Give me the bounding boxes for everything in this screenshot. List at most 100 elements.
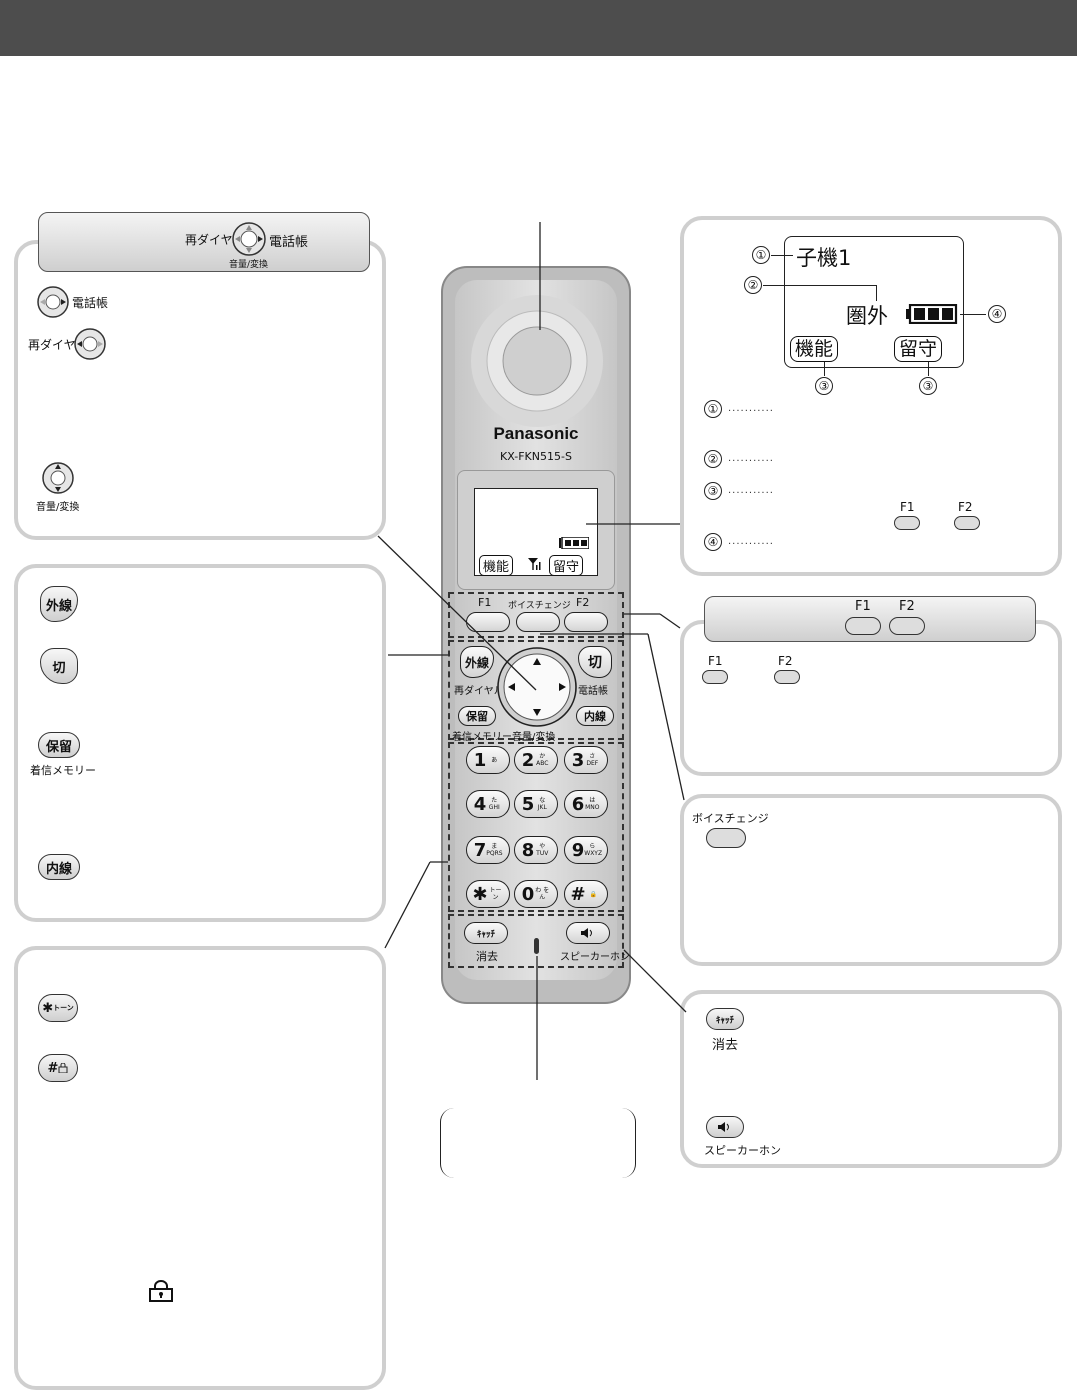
dial-key[interactable]: #🔒 bbox=[564, 880, 608, 908]
voice-change-label: ボイスチェンジ bbox=[692, 812, 769, 825]
soft-key-left: 機能 bbox=[790, 336, 839, 362]
dial-key-digit: 4 bbox=[473, 793, 487, 815]
dial-key-sub: さ DEF bbox=[586, 753, 599, 767]
legend-3-dots: ........... bbox=[728, 485, 774, 496]
dial-key-sub: な JKL bbox=[537, 797, 547, 811]
speaker-key-icon bbox=[706, 1116, 744, 1138]
callout-3b: ③ bbox=[919, 377, 937, 395]
volume-key-label: 音量/変換 bbox=[512, 732, 556, 743]
handset-lcd: 機能 留守 bbox=[474, 488, 598, 576]
dial-key-digit: 5 bbox=[521, 793, 535, 815]
legend-1: ① bbox=[704, 400, 722, 418]
callout-2-line bbox=[763, 285, 877, 287]
legend-2: ② bbox=[704, 450, 722, 468]
dial-key-sub: ま PQRS bbox=[486, 843, 503, 857]
hash-symbol: # bbox=[47, 1060, 59, 1076]
nav-key-panel bbox=[14, 240, 386, 540]
legend-4: ④ bbox=[704, 533, 722, 551]
navigation-group bbox=[448, 640, 624, 740]
nav-right-icon bbox=[37, 286, 69, 318]
outside-line-key[interactable]: 外線 bbox=[460, 646, 494, 678]
display-diagram bbox=[784, 236, 964, 368]
voice-change-icon bbox=[706, 828, 746, 848]
callout-4-line bbox=[960, 314, 986, 316]
speaker-key[interactable] bbox=[566, 922, 610, 944]
dial-key-digit: ✱ bbox=[472, 883, 488, 905]
delete-key-label: 消去 bbox=[476, 950, 498, 963]
handset-name: 子機1 bbox=[796, 246, 852, 270]
voice-change-key[interactable] bbox=[516, 612, 560, 632]
microphone-callout bbox=[440, 1108, 636, 1178]
dial-key-sub: 🔒 bbox=[589, 890, 598, 898]
dial-key-digit: 8 bbox=[521, 839, 535, 861]
nav-left-icon bbox=[74, 328, 106, 360]
intercom-key[interactable]: 内線 bbox=[576, 706, 614, 726]
legend-2-dots: ........... bbox=[728, 453, 774, 464]
tab-f2-label: F2 bbox=[899, 599, 915, 614]
dial-key-sub: あ bbox=[491, 756, 498, 764]
lcd-soft-right: 留守 bbox=[549, 555, 584, 576]
star-key-icon: ✱トーン bbox=[38, 994, 78, 1022]
lcd-signal-icon bbox=[528, 558, 541, 570]
dial-key-sub: は MNO bbox=[585, 797, 600, 811]
speaker-label: スピーカーホン bbox=[704, 1144, 781, 1157]
f2-key-label: F2 bbox=[576, 596, 590, 609]
navigation-key[interactable] bbox=[496, 646, 578, 728]
callout-3b-line bbox=[928, 362, 930, 376]
hold-key[interactable]: 保留 bbox=[458, 706, 496, 726]
model-number: KX-FKN515-S bbox=[500, 450, 572, 463]
nav-updown-icon bbox=[42, 462, 74, 494]
star-symbol: ✱ bbox=[42, 1000, 54, 1016]
callout-2: ② bbox=[744, 276, 762, 294]
dial-key-sub: トーン bbox=[489, 887, 502, 901]
legend-4-dots: ........... bbox=[728, 536, 774, 547]
dial-key-sub: ら WXYZ bbox=[584, 843, 603, 857]
microphone bbox=[534, 938, 539, 954]
catch-key[interactable]: ｷｬｯﾁ bbox=[464, 922, 508, 944]
dial-key-sub: わ をん bbox=[535, 887, 550, 901]
incoming-memory-key-label: 着信メモリー bbox=[452, 732, 512, 743]
legend-f2-key bbox=[954, 516, 980, 530]
panel-f2-key bbox=[774, 670, 800, 684]
tab-f2-key bbox=[889, 617, 925, 635]
nav-key-tab: 再ダイヤル 電話帳 音量/変換 bbox=[38, 212, 370, 272]
incoming-memory-label: 着信メモリー bbox=[30, 764, 96, 777]
dial-key-digit: 7 bbox=[473, 839, 487, 861]
brand-logo: Panasonic bbox=[493, 424, 579, 443]
callout-3a-line bbox=[824, 362, 826, 376]
dial-key-digit: 0 bbox=[521, 883, 535, 905]
nav-phonebook-label: 電話帳 bbox=[72, 296, 109, 310]
lock-small-icon bbox=[58, 1063, 68, 1073]
speaker-icon bbox=[581, 928, 592, 938]
legend-f1-label: F1 bbox=[900, 500, 915, 514]
soft-key-right: 留守 bbox=[894, 336, 943, 362]
earpiece bbox=[471, 295, 603, 427]
off-key[interactable]: 切 bbox=[578, 646, 612, 678]
legend-f2-label: F2 bbox=[958, 500, 973, 514]
f2-key[interactable] bbox=[564, 612, 608, 632]
callout-1: ① bbox=[752, 246, 770, 264]
dial-key-digit: 9 bbox=[571, 839, 585, 861]
callout-2-drop bbox=[876, 285, 878, 301]
speaker-key-label: スピーカーホン bbox=[560, 952, 630, 963]
legend-1-dots: ........... bbox=[728, 403, 774, 414]
dial-key-digit: # bbox=[570, 883, 586, 905]
voice-change-panel bbox=[680, 794, 1062, 966]
legend-f1-key bbox=[894, 516, 920, 530]
dial-key-sub: か ABC bbox=[536, 753, 549, 767]
dial-key[interactable]: ✱トーン bbox=[466, 880, 510, 908]
redial-label: 再ダイヤル bbox=[185, 233, 245, 247]
nav-redial-label: 再ダイヤル bbox=[28, 338, 88, 352]
dial-key-digit: 2 bbox=[521, 749, 535, 771]
